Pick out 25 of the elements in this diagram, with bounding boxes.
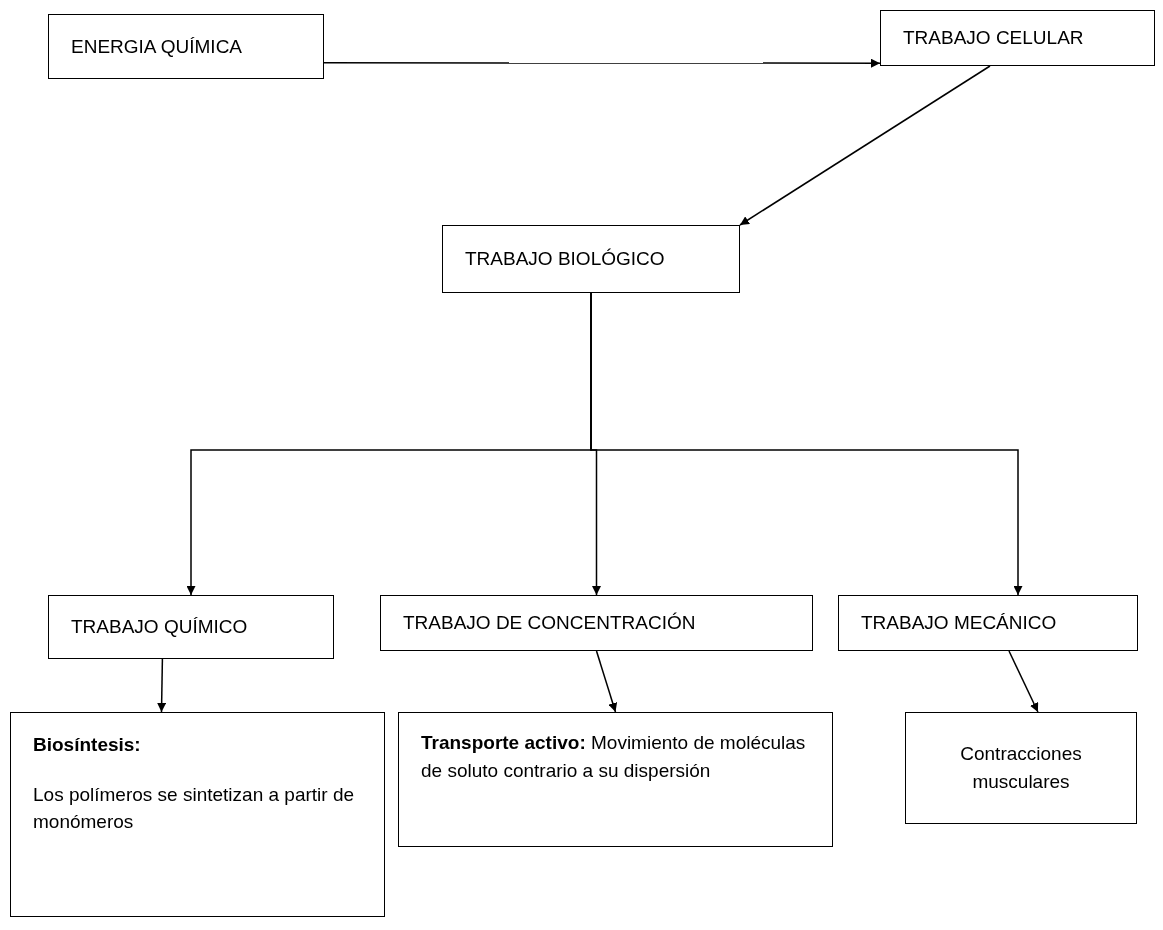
text-box [880,10,1155,66]
box-text: Contracciones musculares [959,742,1083,794]
text-box [905,712,1137,824]
box-text: TRABAJO QUÍMICO [71,615,248,640]
box-text: TRABAJO CELULAR [903,26,1084,51]
box-heading: Biosíntesis: [33,733,141,757]
text-box [380,595,813,651]
arrow [157,658,167,713]
text-box [398,712,833,847]
arrow [739,65,991,226]
box-text: TRABAJO BIOLÓGICO [465,247,665,272]
arrow [1008,650,1039,713]
box-text: Los polímeros se sintetizan a partir de monómeros [33,782,356,835]
text-box [10,712,385,917]
text-box [48,595,334,659]
arrow [590,292,1023,596]
text-box [48,14,324,79]
text-box [838,595,1138,651]
box-text: ENERGIA QUÍMICA [71,34,243,59]
box-text: Transporte activo: Movimiento de moléculas de soluto contrario a su dispersión [421,731,807,783]
arrow [323,58,881,68]
arrow [595,650,618,713]
text-box [442,225,740,293]
box-text: TRABAJO DE CONCENTRACIÓN [403,611,696,636]
box-text: TRABAJO MECÁNICO [861,611,1057,636]
